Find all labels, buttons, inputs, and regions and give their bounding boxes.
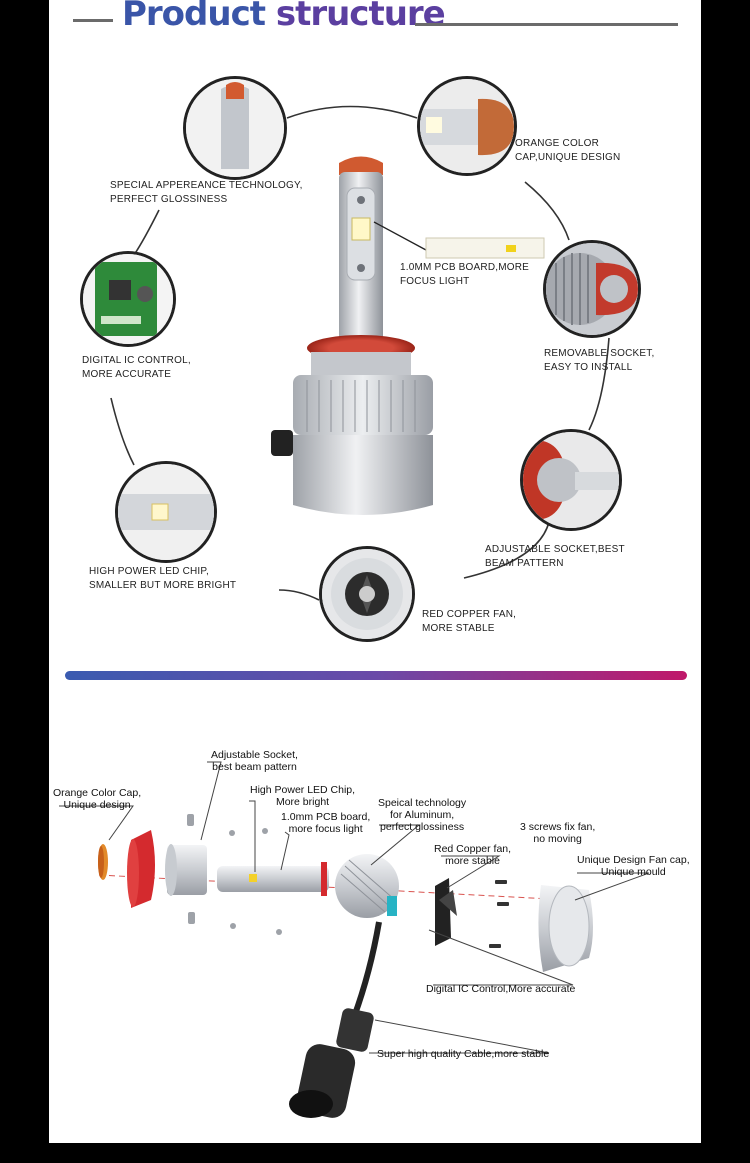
label-fan-cap: Unique Design Fan cap,Unique mould [577,854,690,878]
assembly-axis [98,874,570,901]
caption-pcb-board: 1.0MM PCB BOARD,MORE FOCUS LIGHT [400,261,529,289]
part-fan-cap [538,885,593,972]
part-heat-sink [335,854,399,918]
label-line: Digital IC Control,More accurate [426,983,576,995]
caption-line: HIGH POWER LED CHIP, [89,566,209,577]
part-screws-small [187,814,282,935]
label-line: Unique design [63,799,131,811]
label-line: High Power LED Chip, [250,784,356,796]
gradient-divider [65,671,687,680]
part-cable [289,921,382,1118]
label-orange-cap: Orange Color Cap,Unique design [53,787,141,811]
thumb-removable-socket [543,240,641,338]
caption-line: ORANGE COLOR [515,138,600,149]
label-line: for Aluminum, [389,809,455,821]
part-bulb-body [217,862,329,896]
page-title: Product structure [122,0,446,34]
caption-line: FOCUS LIGHT [400,276,470,287]
caption-copper-fan: RED COPPER FAN, MORE STABLE [422,608,516,636]
label-line: Speical technology [378,797,467,809]
caption-led-chip: HIGH POWER LED CHIP, SMALLER BUT MORE BRI… [89,565,236,593]
label-line: Orange Color Cap, [53,787,142,799]
caption-line: MORE ACCURATE [82,369,172,380]
label-digital-ic: Digital IC Control,More accurate [426,983,575,995]
title-part-2: structure [275,0,446,34]
label-adjustable-socket: Adjustable Socket,best beam pattern [211,749,298,773]
caption-line: 1.0MM PCB BOARD,MORE [400,262,530,273]
structure-diagram [110,105,610,601]
caption-line: PERFECT GLOSSINESS [110,194,228,205]
label-line: Unique mould [600,866,666,878]
caption-orange-cap: ORANGE COLOR CAP,UNIQUE DESIGN [515,137,620,165]
caption-digital-ic: DIGITAL IC CONTROL, MORE ACCURATE [82,354,191,382]
header-rule-left [73,19,113,22]
title-part-1: Product [122,0,276,34]
thumb-special-finish [183,76,287,180]
label-led-chip: High Power LED Chip,More bright [250,784,355,808]
label-line: more stable [445,855,500,867]
thumb-led-chip [115,461,217,563]
part-orange-cap [98,844,108,880]
label-line: Adjustable Socket, [211,749,298,761]
part-copper-fan [435,878,457,946]
thumb-pcb [80,251,176,347]
label-line: more focus light [288,823,363,835]
thumb-adjustable-socket [520,429,622,531]
caption-line: EASY TO INSTALL [544,362,633,373]
label-line: More bright [275,796,330,808]
center-bulb [271,156,433,515]
label-line: perfect glossiness [380,821,465,833]
caption-line: ADJUSTABLE SOCKET,BEST [485,544,625,555]
label-pcb-board: 1.0mm PCB board,more focus light [281,811,370,835]
caption-line: RED COPPER FAN, [422,609,517,620]
caption-line: CAP,UNIQUE DESIGN [515,152,621,163]
label-copper-fan: Red Copper fan,more stable [434,843,511,867]
label-fan-screws: 3 screws fix fan,no moving [520,821,595,845]
label-line: best beam pattern [212,761,297,773]
label-line: no moving [533,833,582,845]
caption-removable-socket: REMOVABLE SOCKET, EASY TO INSTALL [544,347,654,375]
exploded-diagram [59,761,650,1118]
label-line: Unique Design Fan cap, [577,854,690,866]
caption-line: SMALLER BUT MORE BRIGHT [89,580,237,591]
caption-line: MORE STABLE [422,623,495,634]
thumb-orange-cap [417,76,517,176]
caption-line: BEAM PATTERN [485,558,564,569]
leader-lines [59,761,650,1054]
header-rule-right [415,23,678,26]
product-sheet: Product structure [49,0,701,1143]
label-line: Super high quality Cable,more stable [377,1048,550,1060]
caption-line: SPECIAL APPEREANCE TECHNOLOGY, [110,180,303,191]
label-line: 3 screws fix fan, [520,821,596,833]
label-line: 1.0mm PCB board, [281,811,371,823]
caption-adjustable-socket: ADJUSTABLE SOCKET,BEST BEAM PATTERN [485,543,625,571]
pcb-board-strip [373,221,545,259]
caption-line: REMOVABLE SOCKET, [544,348,655,359]
part-red-ring [127,830,155,908]
part-fan-screws [489,880,509,948]
label-cable: Super high quality Cable,more stable [377,1048,549,1060]
part-adjustable-socket [165,844,207,896]
caption-line: DIGITAL IC CONTROL, [82,355,191,366]
caption-special-appearance: SPECIAL APPEREANCE TECHNOLOGY, PERFECT GL… [110,179,303,207]
thumb-copper-fan [319,546,415,642]
label-line: Red Copper fan, [434,843,512,855]
